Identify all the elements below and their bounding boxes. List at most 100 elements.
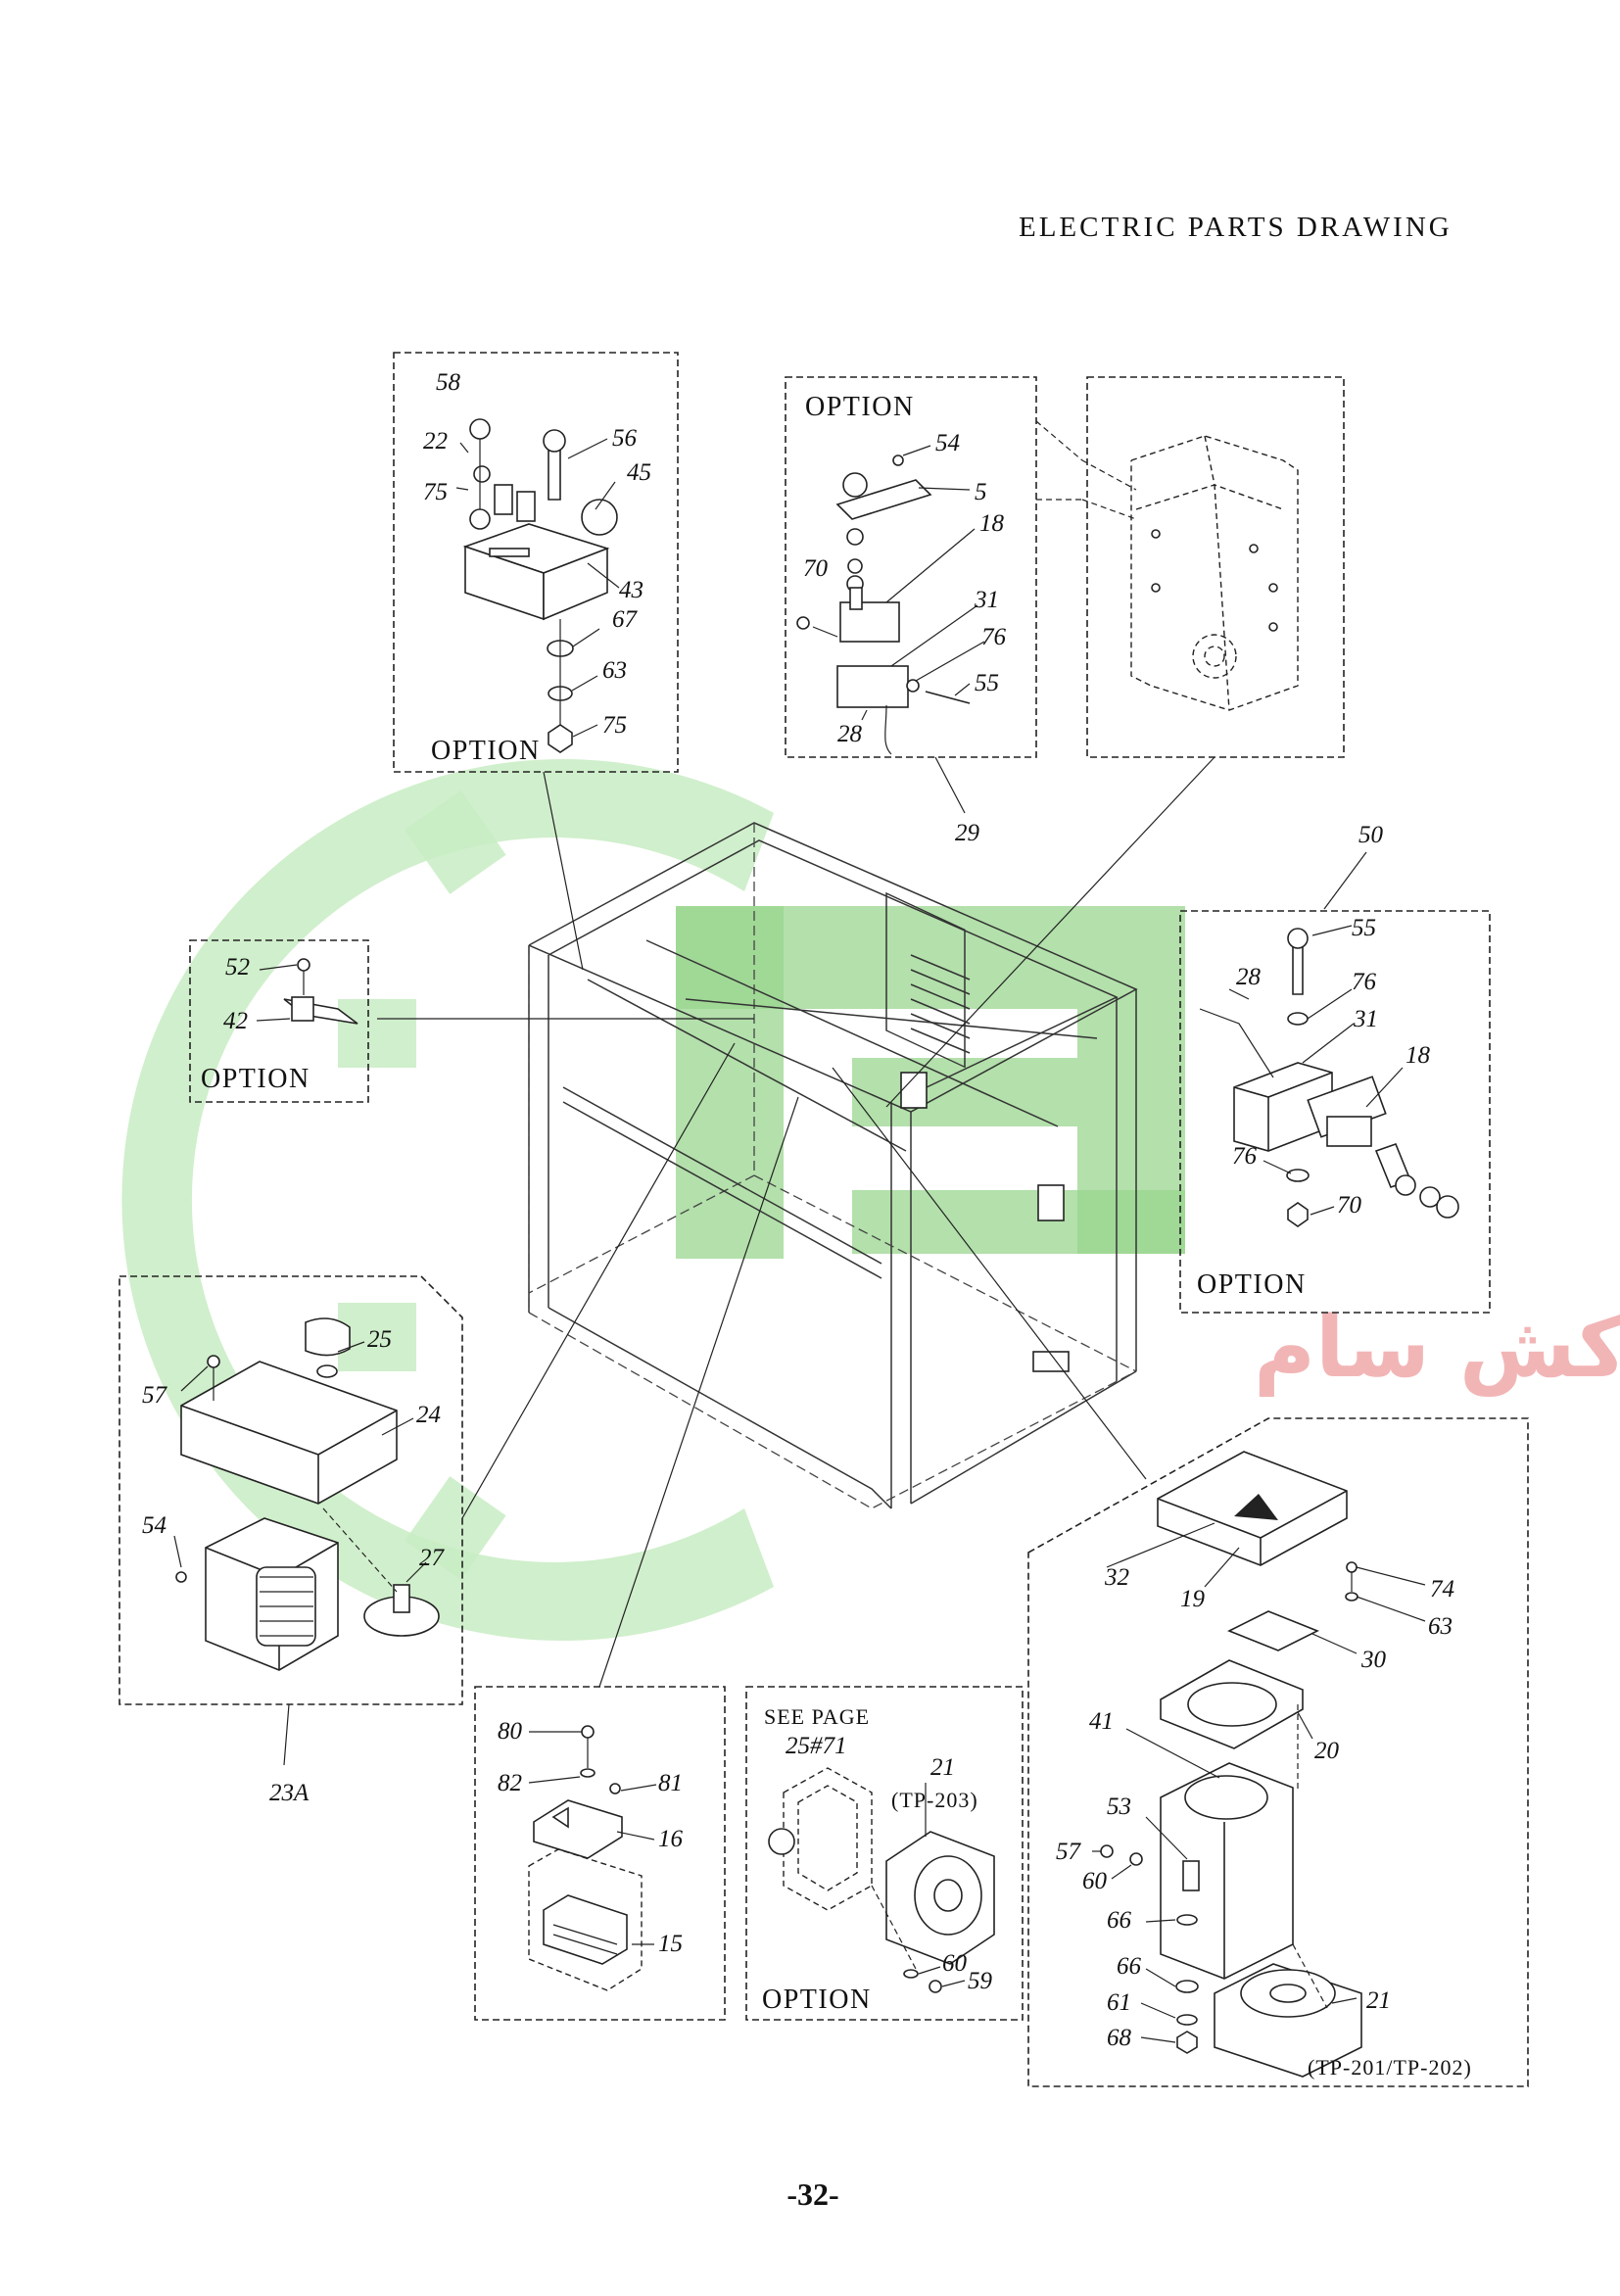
svg-text:66: 66 <box>1117 1953 1142 1980</box>
panel-microswitch-option: OPTION 54 5 18 70 31 76 55 28 <box>785 376 1037 758</box>
svg-text:63: 63 <box>602 657 627 684</box>
switch-housing <box>462 484 618 621</box>
panel-switch-option: 58 22 56 45 75 43 67 63 75 OPTION <box>393 352 679 773</box>
svg-text:74: 74 <box>1430 1576 1454 1602</box>
panel-fan-option: SEE PAGE 25#71 21 (TP-203) 60 59 OPTION <box>745 1686 1024 2021</box>
callout-24: 24 <box>416 1402 441 1428</box>
svg-text:67: 67 <box>612 606 639 633</box>
svg-text:28: 28 <box>1236 964 1262 990</box>
screw-81 <box>609 1783 621 1794</box>
callout-82: 82 <box>498 1770 522 1796</box>
svg-text:20: 20 <box>1314 1738 1340 1764</box>
svg-text:57: 57 <box>1056 1839 1082 1865</box>
svg-text:19: 19 <box>1180 1586 1206 1612</box>
svg-text:60: 60 <box>1082 1868 1108 1894</box>
svg-text:21: 21 <box>930 1754 955 1781</box>
knob-25 <box>305 1317 351 1357</box>
see-page-note: SEE PAGE <box>764 1704 870 1729</box>
screw-52 <box>297 958 310 972</box>
switch-18 <box>1326 1116 1372 1147</box>
svg-text:58: 58 <box>436 369 461 396</box>
panel-sensor-option: 52 42 OPTION <box>189 939 369 1103</box>
svg-text:56: 56 <box>612 425 638 452</box>
screw-80 <box>581 1725 595 1739</box>
screw-57 <box>207 1355 220 1368</box>
svg-text:18: 18 <box>979 510 1005 537</box>
screw-54 <box>175 1571 187 1583</box>
svg-text:75: 75 <box>423 479 448 505</box>
svg-text:76: 76 <box>981 624 1007 650</box>
svg-text:75: 75 <box>602 712 627 739</box>
page-title: ELECTRIC PARTS DRAWING <box>1019 212 1453 243</box>
nut-70 <box>796 616 810 630</box>
option-label: OPTION <box>762 1985 872 2015</box>
panel-fan-unit: 32 19 74 63 30 41 20 53 57 60 66 66 61 6… <box>1027 1417 1529 2087</box>
callout-25: 25 <box>367 1326 392 1353</box>
svg-text:32: 32 <box>1104 1564 1129 1591</box>
panel-terminal-block: 80 82 81 16 15 <box>474 1686 726 2021</box>
watermark-logo: تسمه کش سام <box>121 758 1620 1641</box>
callout-57: 57 <box>142 1382 168 1409</box>
callout-23a: 23A <box>269 1780 310 1806</box>
panel-limit-switch-option: 55 28 76 31 18 76 70 OPTION <box>1179 910 1491 1314</box>
svg-text:60: 60 <box>942 1950 968 1977</box>
svg-text:68: 68 <box>1107 2025 1132 2051</box>
svg-text:31: 31 <box>974 587 999 613</box>
svg-text:22: 22 <box>423 428 448 454</box>
callout-27: 27 <box>419 1545 446 1571</box>
svg-text:70: 70 <box>1337 1192 1362 1219</box>
leader-lines <box>377 756 1215 1688</box>
callout-80: 80 <box>498 1718 523 1745</box>
svg-text:76: 76 <box>1352 969 1377 995</box>
see-page-ref: 25#71 <box>786 1733 847 1759</box>
svg-text:42: 42 <box>223 1008 248 1034</box>
washer-22 <box>473 465 491 483</box>
svg-text:53: 53 <box>1107 1794 1131 1820</box>
vent-grille <box>910 954 971 1054</box>
nut-75 <box>469 508 491 530</box>
svg-text:76: 76 <box>1232 1143 1258 1170</box>
svg-text:66: 66 <box>1107 1907 1132 1934</box>
fan-model-label: (TP-203) <box>891 1788 978 1812</box>
callout-15: 15 <box>658 1931 683 1957</box>
bolt-53 <box>1182 1860 1200 1891</box>
terminal-strip-15 <box>543 1894 628 1965</box>
svg-text:59: 59 <box>968 1968 993 1994</box>
svg-text:52: 52 <box>225 954 250 981</box>
option-label: OPTION <box>805 392 915 422</box>
svg-text:18: 18 <box>1406 1042 1431 1069</box>
callout-29: 29 <box>955 820 980 846</box>
svg-text:31: 31 <box>1353 1006 1378 1032</box>
svg-text:5: 5 <box>975 479 987 505</box>
svg-text:63: 63 <box>1428 1613 1453 1640</box>
callout-54: 54 <box>142 1512 167 1539</box>
washer-82 <box>580 1768 596 1778</box>
page-number: -32- <box>786 2176 839 2212</box>
svg-text:28: 28 <box>837 721 863 747</box>
bracket-5 <box>835 479 932 520</box>
svg-text:43: 43 <box>619 577 643 603</box>
watermark-text: تسمه کش سام <box>1254 1299 1620 1397</box>
svg-text:55: 55 <box>1352 915 1376 941</box>
fan-model-label: (TP-201/TP-202) <box>1308 2055 1472 2080</box>
warning-triangle-icon <box>1234 1494 1278 1520</box>
option-label: OPTION <box>1197 1269 1307 1300</box>
screw-58 <box>469 418 491 440</box>
switch-18 <box>839 601 900 643</box>
callout-50: 50 <box>1358 822 1384 848</box>
svg-text:55: 55 <box>975 670 999 696</box>
option-label: OPTION <box>431 736 541 766</box>
nut-75b <box>548 724 573 753</box>
svg-text:54: 54 <box>935 430 960 456</box>
svg-text:41: 41 <box>1089 1708 1114 1735</box>
callout-81: 81 <box>658 1770 683 1796</box>
option-label: OPTION <box>201 1064 310 1094</box>
svg-text:30: 30 <box>1360 1647 1387 1673</box>
panel-frame-detail <box>1035 376 1345 758</box>
svg-text:21: 21 <box>1366 1987 1391 2014</box>
panel-transformer: 25 24 57 54 27 <box>119 1275 463 1705</box>
svg-text:61: 61 <box>1107 1989 1131 2016</box>
terminal-cover-16 <box>533 1799 623 1859</box>
